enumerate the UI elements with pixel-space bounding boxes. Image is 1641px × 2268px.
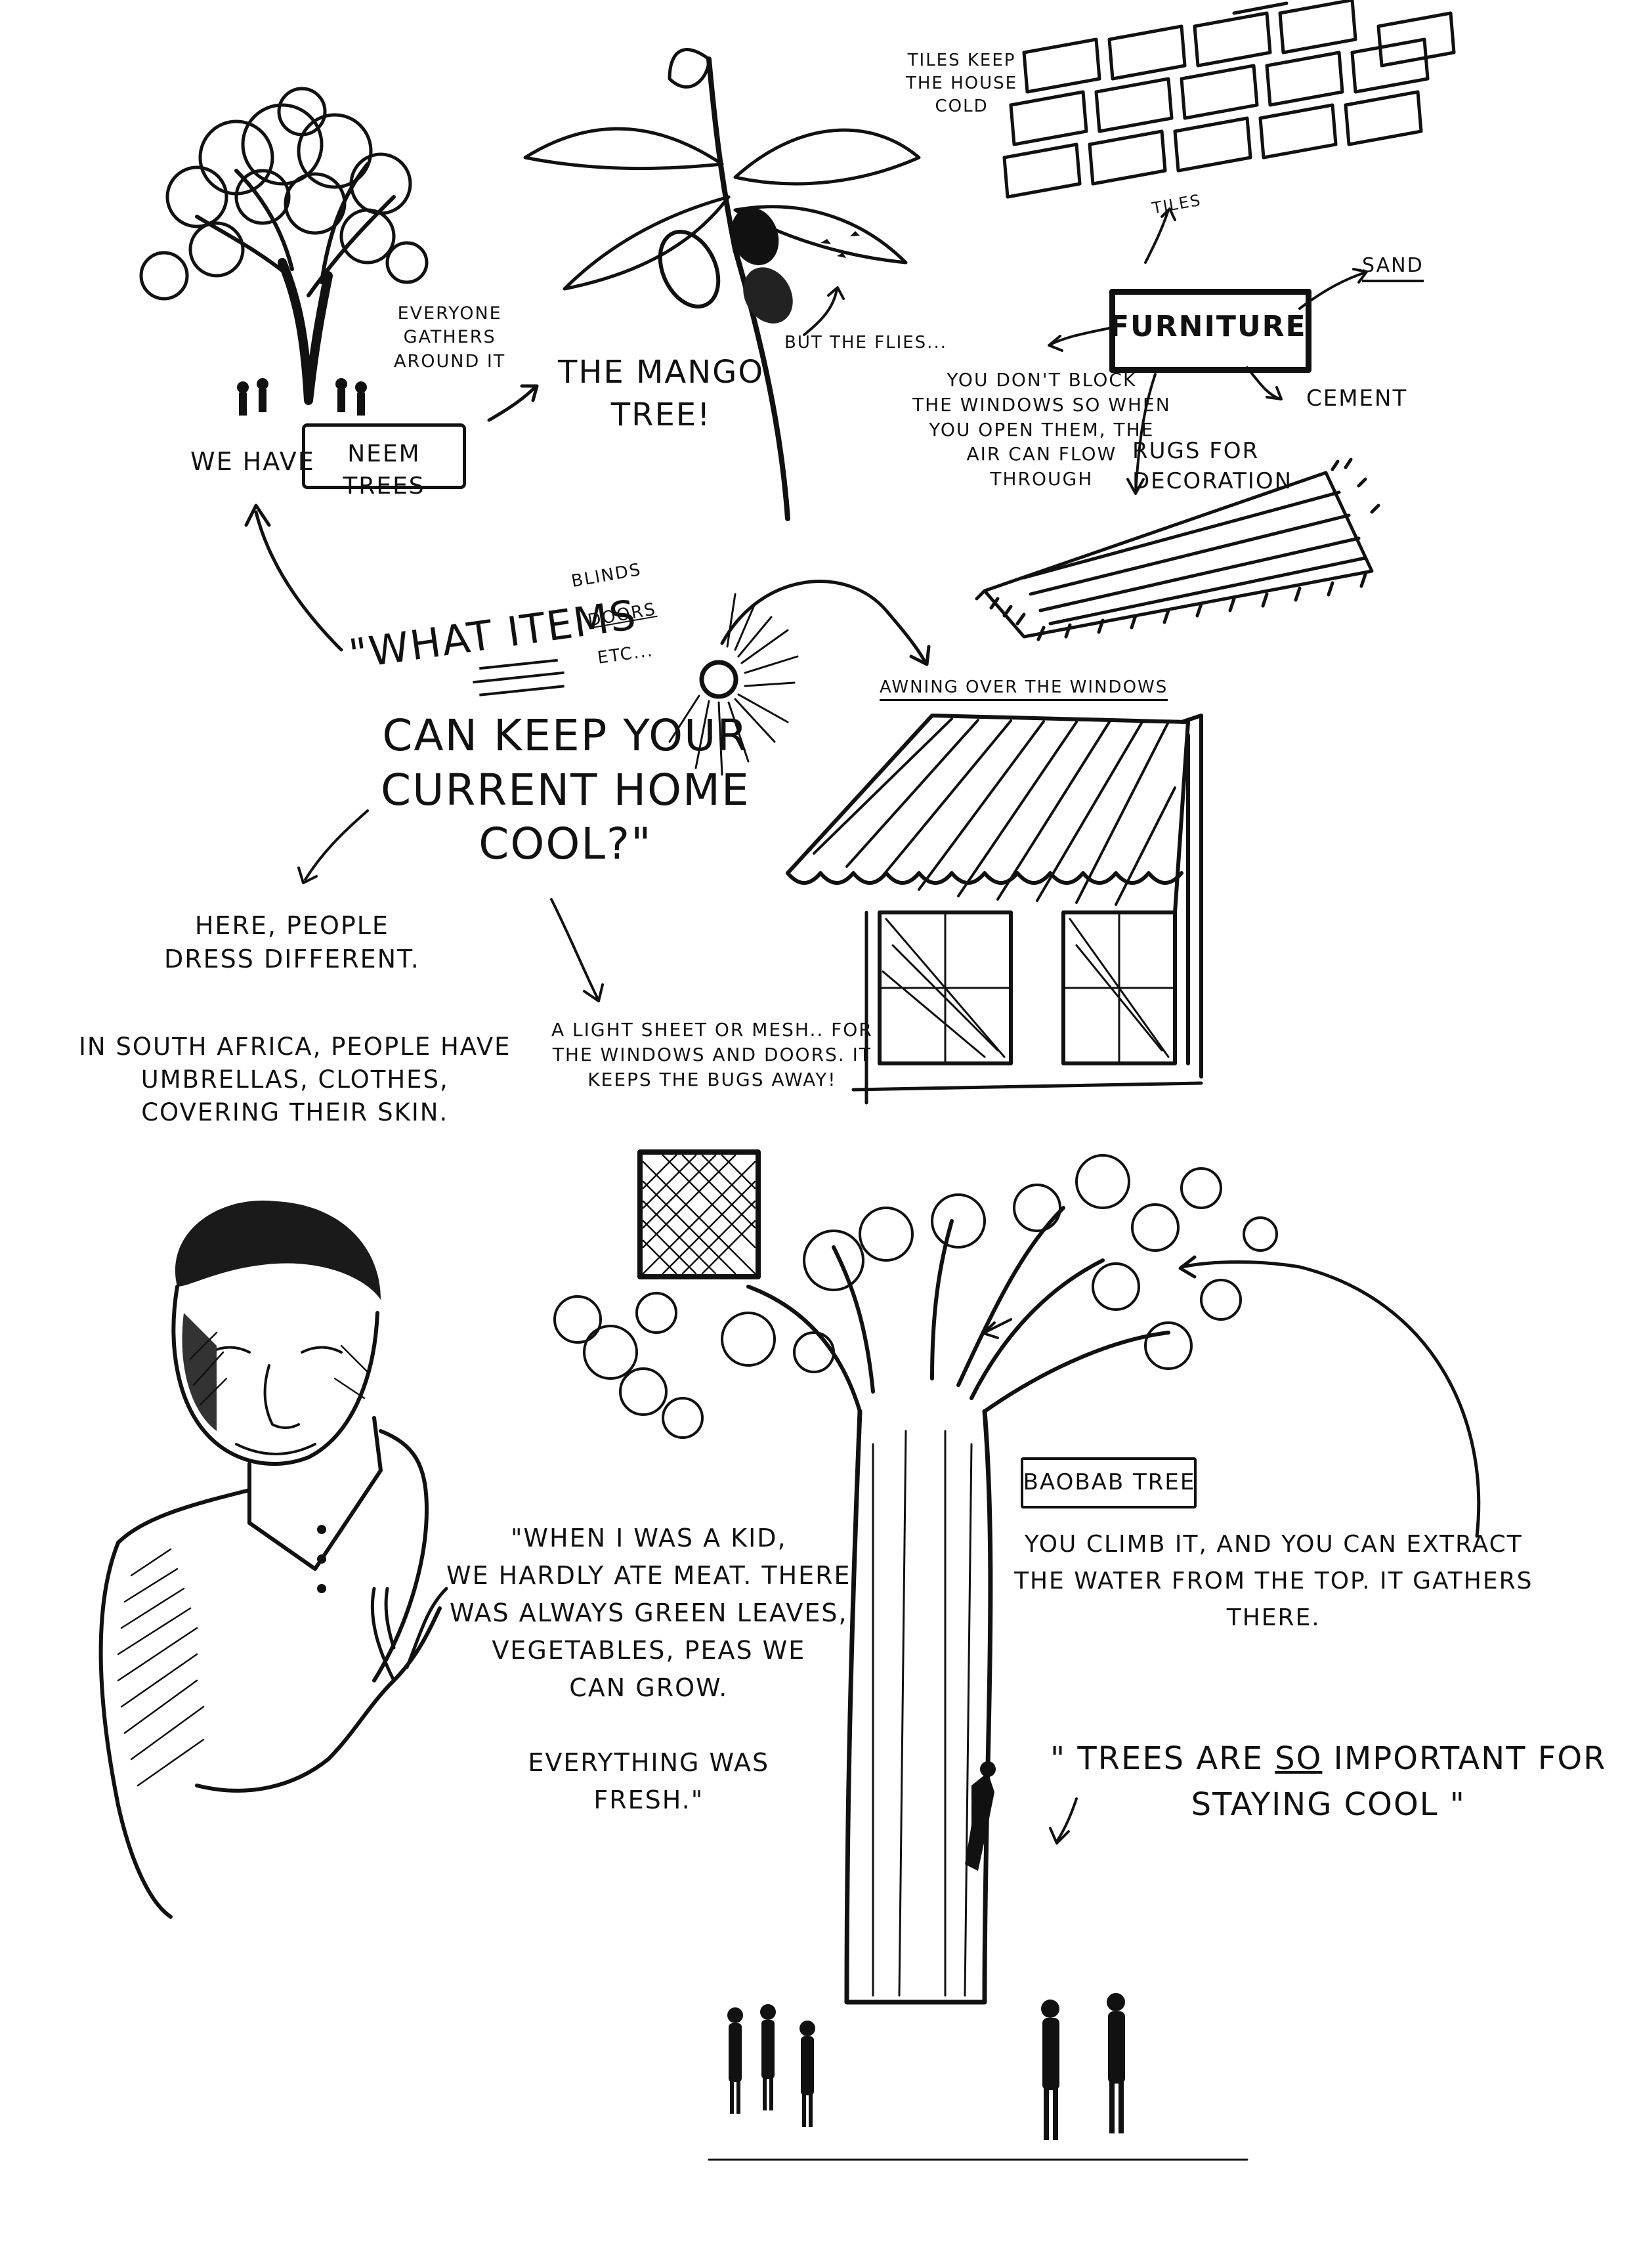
flies-text: BUT THE FLIES... [784, 333, 947, 353]
neem-trees-label: NEEM TREES [343, 440, 425, 500]
everyone-gathers-text: EVERYONE GATHERS AROUND IT [394, 303, 506, 372]
trees-quote-post: IMPORTANT FOR STAYING COOL " [1191, 1740, 1607, 1823]
baobab-label: BAOBAB TREE [1023, 1469, 1196, 1495]
baobab-label-box [1021, 1457, 1197, 1508]
trees-quote-so: SO [1275, 1740, 1323, 1777]
rugs-text: RUGS FOR DECORATION [1132, 438, 1293, 494]
tiles-keep-cold-text: TILES KEEP THE HOUSE COLD [906, 51, 1018, 117]
mesh-window-drawing [637, 1149, 761, 1279]
trees-important-quote: " TREES ARE SO IMPORTANT FOR STAYING COO… [1050, 1736, 1607, 1828]
roof-tiles-drawing [1002, 0, 1456, 199]
rug-drawing [975, 458, 1380, 641]
arrow-branch [982, 1318, 1012, 1339]
arrow-flies [803, 286, 845, 336]
furniture-box [1109, 289, 1311, 373]
trees-quote-pre: " TREES ARE [1050, 1740, 1275, 1777]
baobab-tree-drawing [553, 1154, 1278, 2005]
awning-house-drawing [786, 714, 1203, 1105]
mesh-text: A LIGHT SHEET OR MESH.. FOR THE WINDOWS … [551, 1019, 873, 1090]
mango-tree-title: THE MANGO TREE! [558, 354, 765, 433]
baobab-description: YOU CLIMB IT, AND YOU CAN EXTRACT THE WA… [1014, 1531, 1533, 1631]
arrow-baobab-top [1178, 1255, 1481, 1538]
furniture-label: FURNITURE [1109, 310, 1307, 343]
sun-drawing [668, 580, 931, 776]
question-line2: CAN KEEP YOUR CURRENT HOME COOL?" [381, 710, 750, 869]
neem-trees-box [302, 423, 466, 489]
awning-label: AWNING OVER THE WINDOWS [880, 676, 1168, 702]
people-silhouettes [727, 1993, 1125, 2140]
kid-quote-text: "WHEN I WAS A KID, WE HARDLY ATE MEAT. T… [446, 1524, 851, 1814]
dress-different-text: HERE, PEOPLE DRESS DIFFERENT. [164, 911, 420, 974]
arrow-to-mango [487, 384, 539, 422]
sand-text: SAND [1362, 253, 1424, 282]
question-arrows [297, 809, 604, 1002]
mango-tree-drawing [523, 48, 921, 521]
man-portrait-drawing [98, 1200, 448, 1919]
windows-airflow-text: YOU DON'T BLOCK THE WINDOWS SO WHEN YOU … [912, 369, 1171, 490]
cement-text: CEMENT [1306, 385, 1408, 412]
neem-tree-drawing [139, 87, 429, 416]
we-have-text: WE HAVE [190, 447, 315, 476]
south-africa-text: IN SOUTH AFRICA, PEOPLE HAVE UMBRELLAS, … [79, 1033, 511, 1126]
arrow-trees-quote [1049, 1797, 1078, 1845]
arrow-to-neem [244, 503, 343, 652]
